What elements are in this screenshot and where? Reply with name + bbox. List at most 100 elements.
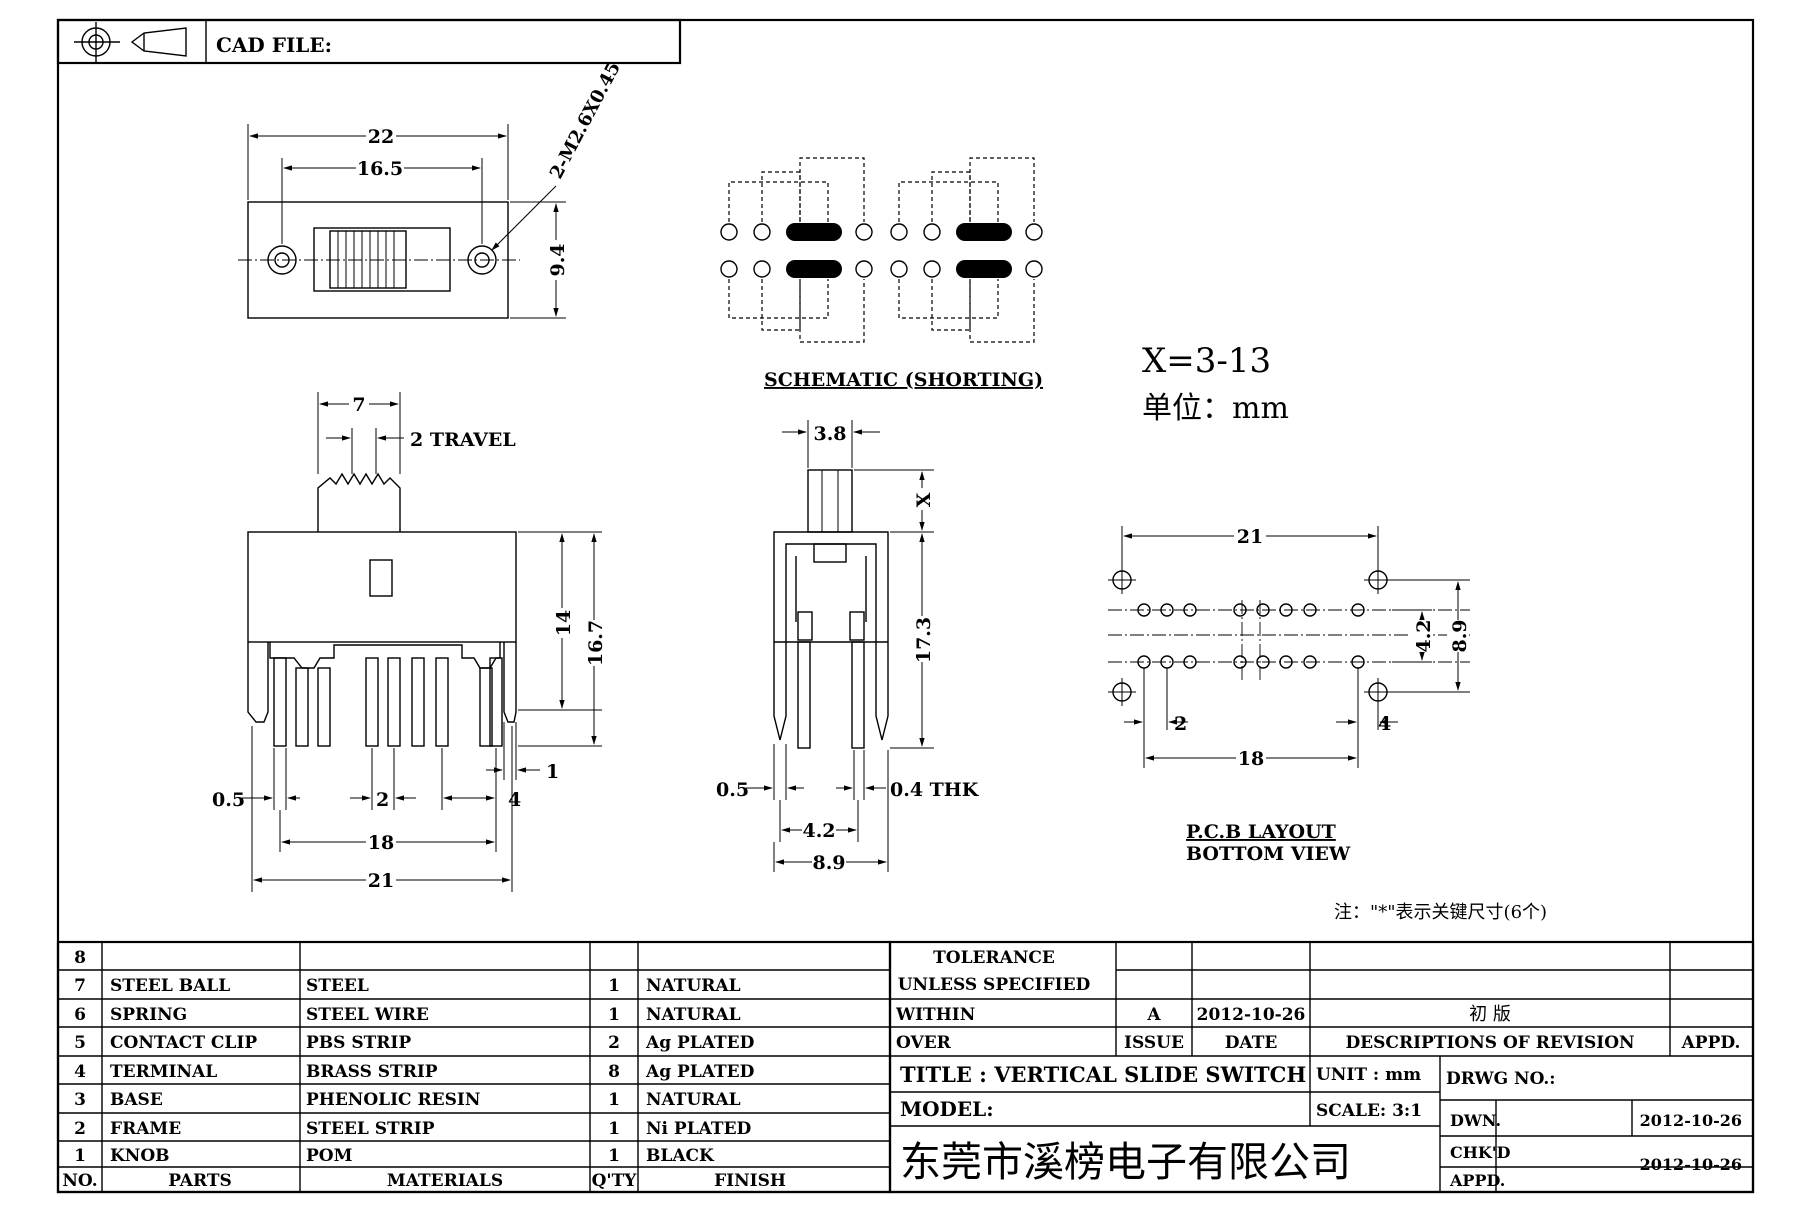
model-label: MODEL: xyxy=(900,1097,994,1121)
key-dimension-note: 注："*"表示关键尺寸(6个) xyxy=(1334,902,1547,923)
bom-row-no: 2 xyxy=(74,1119,86,1139)
bom-row-qty: 1 xyxy=(608,1119,620,1139)
pcb-layout: 21 4.2 8.9 2 4 18 P.C.B LAYOUT BOTTOM VI… xyxy=(1108,524,1471,865)
over-label: OVER xyxy=(896,1033,952,1053)
schematic-left xyxy=(720,157,873,343)
pcb-caption-2: BOTTOM VIEW xyxy=(1186,843,1351,865)
unit-field: UNIT : mm xyxy=(1316,1065,1421,1085)
dim-4-front: 4 xyxy=(508,789,521,811)
dim-1: 1 xyxy=(546,761,559,783)
thickness-label: 0.4 THK xyxy=(890,779,980,801)
schematic-right xyxy=(890,157,1043,343)
revision-letter: A xyxy=(1146,1005,1161,1025)
bom-row-qty: 1 xyxy=(608,1090,620,1110)
checked-date: 2012-10-26 xyxy=(1640,1155,1742,1174)
bom-row-no: 1 xyxy=(74,1146,86,1166)
knob-top xyxy=(329,230,407,289)
appd-header: APPD. xyxy=(1681,1033,1741,1053)
dim-4-2-side: 4.2 xyxy=(802,820,835,842)
pcb-dim-4: 4 xyxy=(1378,713,1391,735)
dim-17-3: 17.3 xyxy=(913,617,935,663)
travel-label: 2 TRAVEL xyxy=(410,429,516,451)
pcb-dim-2: 2 xyxy=(1174,713,1187,735)
bom-row-qty: 8 xyxy=(608,1062,620,1082)
dim-14: 14 xyxy=(553,610,575,636)
dim-22: 22 xyxy=(368,126,394,148)
screw-callout: 2-M2.6X0.45 xyxy=(546,59,625,183)
bom-row-part: KNOB xyxy=(110,1146,170,1166)
dim-18-front: 18 xyxy=(368,832,394,854)
pcb-dim-8-9: 8.9 xyxy=(1449,619,1471,652)
x-range: X=3-13 xyxy=(1142,341,1271,381)
drawing-number-label: DRWG NO.: xyxy=(1446,1069,1556,1089)
dim-2-front: 2 xyxy=(376,789,389,811)
unit-label: 单位：mm xyxy=(1142,391,1289,426)
bom-row-part: BASE xyxy=(110,1090,163,1110)
bom-row-part: FRAME xyxy=(110,1119,181,1139)
dim-0-5-side: 0.5 xyxy=(716,779,749,801)
pcb-pads-top xyxy=(1137,603,1365,617)
drawn-date: 2012-10-26 xyxy=(1640,1111,1742,1130)
bom-header-materials: MATERIALS xyxy=(387,1171,503,1191)
pcb-mount-hole xyxy=(1108,566,1392,706)
scale-field: SCALE: 3:1 xyxy=(1316,1101,1422,1121)
bom-row-no: 5 xyxy=(74,1033,86,1053)
issue-header: ISSUE xyxy=(1124,1033,1184,1053)
bom-row-no: 6 xyxy=(74,1005,86,1025)
bom-row-qty: 1 xyxy=(608,1005,620,1025)
bom-row-material: STEEL STRIP xyxy=(306,1119,435,1139)
dim-3-8: 3.8 xyxy=(813,423,846,445)
dim-x: X xyxy=(913,492,935,507)
pcb-dim-21: 21 xyxy=(1237,526,1263,548)
header-box: CAD FILE: xyxy=(56,18,682,65)
dim-8-9-side: 8.9 xyxy=(812,852,845,874)
bom-row-part: TERMINAL xyxy=(110,1062,217,1082)
bom-row-material: BRASS STRIP xyxy=(306,1062,438,1082)
drawing-title: TITLE : VERTICAL SLIDE SWITCH xyxy=(900,1062,1306,1087)
pcb-caption-1: P.C.B LAYOUT xyxy=(1186,821,1336,843)
bom-row-no: 4 xyxy=(74,1062,86,1082)
bom-row-finish: Ni PLATED xyxy=(646,1119,752,1139)
bom-row-finish: BLACK xyxy=(646,1146,715,1166)
bom-row-no: 8 xyxy=(74,948,86,968)
bom-row-finish: NATURAL xyxy=(646,976,741,996)
bom-header-finish: FINISH xyxy=(714,1171,786,1191)
bom-row-part: SPRING xyxy=(110,1005,187,1025)
date-header: DATE xyxy=(1225,1033,1278,1053)
bom-row-material: PBS STRIP xyxy=(306,1033,411,1053)
bom-header-qty: Q'TY xyxy=(592,1171,638,1191)
switch-body xyxy=(247,531,517,643)
bom-row-qty: 1 xyxy=(608,976,620,996)
bom-row-part: STEEL BALL xyxy=(110,976,230,996)
company-name: 东莞市溪榜电子有限公司 xyxy=(900,1138,1351,1186)
approved-label: APPD. xyxy=(1449,1171,1505,1190)
knob-side xyxy=(807,469,853,533)
bom-row-material: STEEL xyxy=(306,976,369,996)
revision-description: 初 版 xyxy=(1469,1004,1511,1025)
dim-21-front: 21 xyxy=(368,870,394,892)
front-view: 7 2 TRAVEL 14 16.7 1 0.5 2 xyxy=(212,392,607,892)
bom-header-no: NO. xyxy=(62,1171,97,1191)
side-view: 3.8 X 17.3 0.5 0.4 THK 4.2 8.9 xyxy=(716,420,980,874)
cad-file-label: CAD FILE: xyxy=(216,33,332,57)
schematic: SCHEMATIC (SHORTING) xyxy=(720,157,1043,391)
bom-header-parts: PARTS xyxy=(168,1171,232,1191)
dim-0-5-front: 0.5 xyxy=(212,789,245,811)
dim-16-7: 16.7 xyxy=(585,620,607,666)
schematic-caption: SCHEMATIC (SHORTING) xyxy=(764,369,1043,391)
bom-row-qty: 2 xyxy=(608,1033,620,1053)
third-angle-projection-icon xyxy=(74,22,187,62)
pcb-dim-4-2: 4.2 xyxy=(1413,619,1435,652)
revision-desc-header: DESCRIPTIONS OF REVISION xyxy=(1345,1033,1634,1053)
dim-9-4: 9.4 xyxy=(547,243,569,276)
title-block: TOLERANCE UNLESS SPECIFIED WITHIN OVER A… xyxy=(888,940,1755,1194)
bom-row-finish: NATURAL xyxy=(646,1005,741,1025)
pcb-dim-18: 18 xyxy=(1238,748,1264,770)
within-label: WITHIN xyxy=(895,1005,975,1025)
bom-row-material: POM xyxy=(306,1146,353,1166)
bom-row-no: 3 xyxy=(74,1090,86,1110)
bom-row-no: 7 xyxy=(74,976,86,996)
dim-16-5: 16.5 xyxy=(357,158,403,180)
bom-row-finish: NATURAL xyxy=(646,1090,741,1110)
